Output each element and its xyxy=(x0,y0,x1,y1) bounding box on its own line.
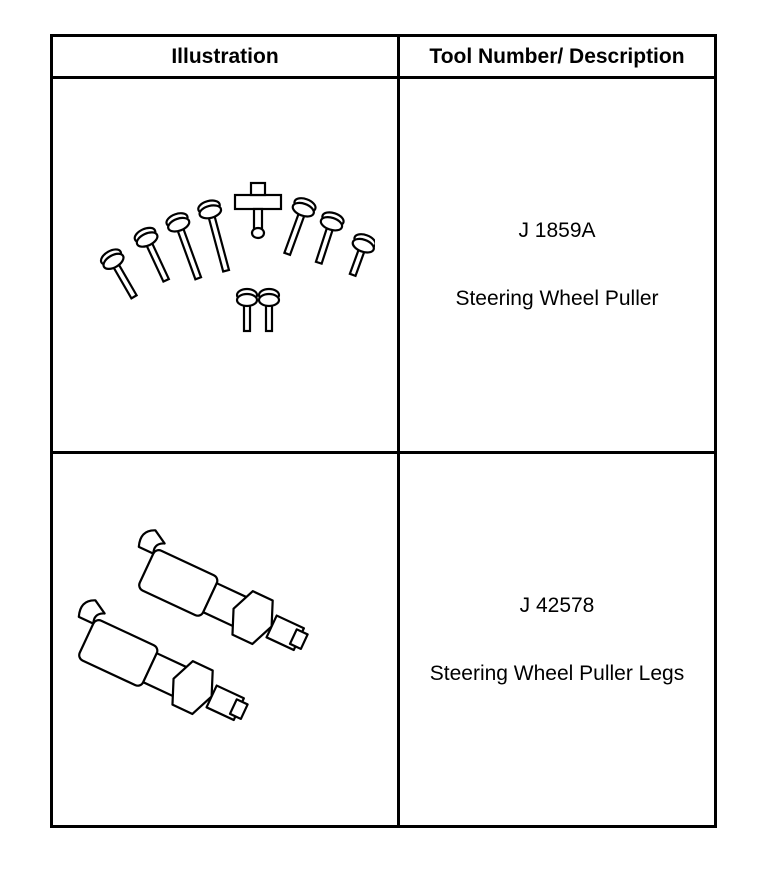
tool-table: Illustration Tool Number/ Description xyxy=(50,34,717,828)
description-cell: J 1859A Steering Wheel Puller xyxy=(400,79,714,451)
puller-legs-icon xyxy=(77,528,309,721)
row-divider xyxy=(53,451,714,454)
description-cell: J 42578 Steering Wheel Puller Legs xyxy=(400,454,714,825)
header-divider xyxy=(53,76,714,79)
tool-name: Steering Wheel Puller Legs xyxy=(429,661,685,685)
illustration-cell xyxy=(53,79,397,451)
header-description: Tool Number/ Description xyxy=(429,44,685,68)
tool-number: J 42578 xyxy=(519,593,595,617)
tool-number: J 1859A xyxy=(518,219,596,242)
header-illustration: Illustration xyxy=(171,44,279,68)
illustration-cell xyxy=(53,454,397,825)
column-divider xyxy=(397,37,400,825)
bolt-set-icon xyxy=(99,181,375,333)
tool-name: Steering Wheel Puller xyxy=(455,287,659,310)
